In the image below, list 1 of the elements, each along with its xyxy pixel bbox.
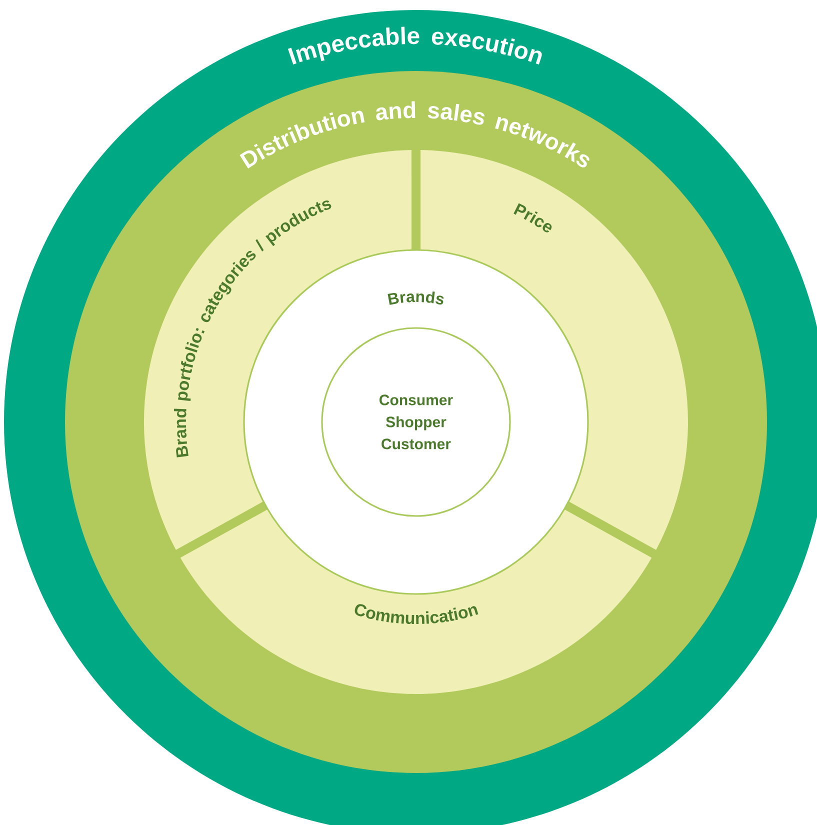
ring-segment: Communication bbox=[180, 509, 652, 694]
